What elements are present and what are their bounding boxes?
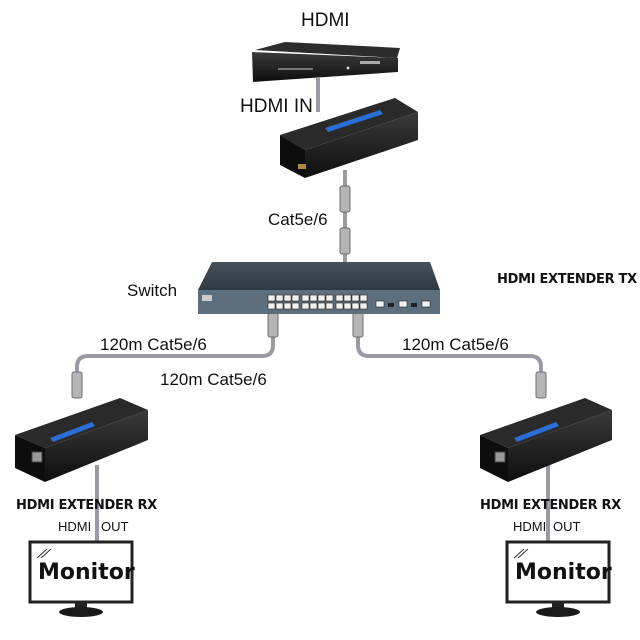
hdmi-out-left-label-b: OUT: [101, 519, 129, 534]
hdmi-extender-tx-device: [280, 98, 418, 178]
rj45-switch-right-out: [352, 312, 364, 338]
cable-left-label-2: 120m Cat5e/6: [160, 370, 267, 389]
rj45-tx-out: [339, 185, 351, 213]
hdmi-source-label: HDMI: [301, 10, 350, 31]
hdmi-out-right-label-a: HDMI: [513, 519, 547, 534]
extender-rx-left-label: HDMI EXTENDER RX: [16, 498, 157, 513]
rj45-connectors: [71, 185, 547, 399]
rj45-rx-right-in: [535, 371, 547, 399]
hdmi-in-label: HDMI IN: [240, 96, 313, 117]
cables: [75, 78, 550, 542]
cable-switch-to-rx-left: [75, 312, 275, 398]
extender-tx-label: HDMI EXTENDER TX: [497, 272, 637, 287]
monitor-right-label: Monitor: [515, 560, 612, 585]
cable-switch-to-rx-right: [356, 312, 543, 398]
hdmi-out-right-label-b: OUT: [553, 519, 581, 534]
switch-label: Switch: [127, 281, 178, 300]
hdmi-out-left-label-a: HDMI: [58, 519, 92, 534]
monitor-left-label: Monitor: [38, 560, 135, 585]
hdmi-extender-rx-right-device: [480, 398, 612, 482]
monitor-left-device: [28, 540, 134, 617]
cable-left-label-1: 120m Cat5e/6: [100, 335, 207, 354]
hdmi-source-device: [252, 42, 400, 82]
cat-uplink-label: Cat5e/6: [268, 210, 328, 229]
hdmi-extender-rx-left-device: [15, 398, 148, 482]
rj45-switch-left-out: [267, 312, 279, 338]
extender-rx-right-label: HDMI EXTENDER RX: [480, 498, 621, 513]
rj45-switch-in: [339, 227, 351, 255]
network-switch-device: [198, 262, 440, 314]
rj45-rx-left-in: [71, 371, 83, 399]
monitor-right-device: [505, 540, 611, 617]
cable-right-label: 120m Cat5e/6: [402, 335, 509, 354]
